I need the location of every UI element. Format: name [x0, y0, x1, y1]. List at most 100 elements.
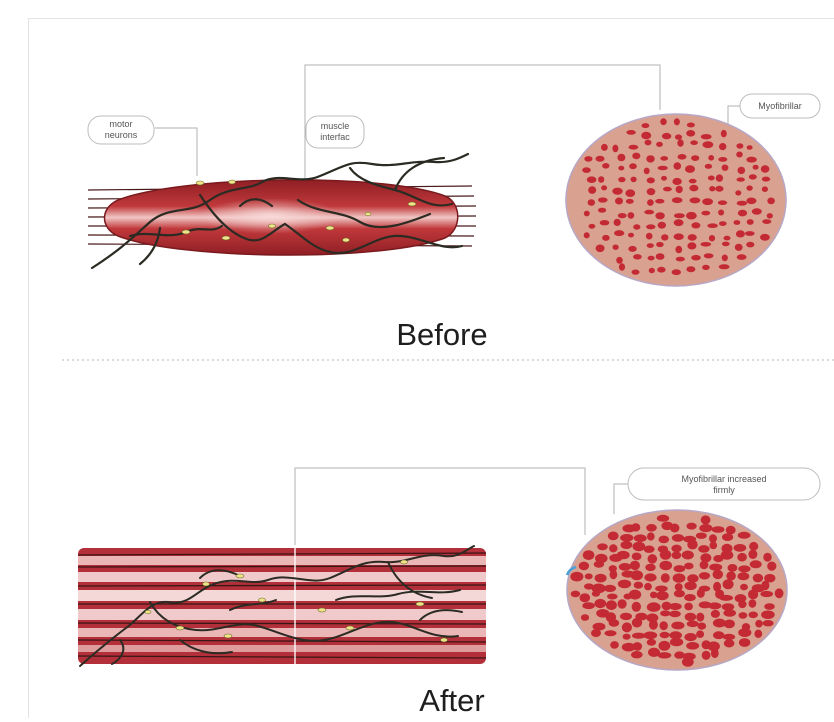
myofibril-dot — [762, 219, 771, 224]
myofibril-dot — [748, 550, 757, 559]
myofibril-dot — [660, 610, 670, 616]
myofibril-dot — [596, 156, 605, 162]
myofibril-dot — [584, 232, 590, 238]
myofibril-dot — [747, 145, 753, 150]
myofibril-dot — [718, 210, 724, 216]
myofibril-dot — [686, 212, 697, 220]
myofibril-dot — [655, 586, 668, 592]
myofibril-dot — [761, 610, 775, 619]
myofibril-dot — [584, 211, 590, 217]
myofibril-dot — [609, 619, 620, 627]
myofibril-dot — [584, 156, 592, 162]
myofibril-dot — [737, 254, 747, 260]
myofibril-dot — [660, 621, 668, 630]
myofibril-dot — [631, 177, 637, 183]
myofibril-dot — [672, 534, 684, 542]
myofibril-dot — [719, 143, 726, 150]
myofibril-dot — [645, 564, 655, 571]
myofibril-dot — [634, 534, 647, 542]
myofibril-dot — [608, 532, 619, 541]
myofibril-dot — [623, 634, 631, 640]
myofibril-dot — [658, 222, 666, 229]
myofibril-dot — [601, 185, 607, 190]
myofibril-dot — [646, 233, 653, 240]
myofibril-dot — [606, 600, 617, 610]
myofibril-dot — [686, 266, 695, 272]
myofibril-dot — [722, 165, 729, 171]
myofibril-dot — [618, 599, 627, 608]
myofibril-dot — [626, 199, 634, 204]
myofibril-dot — [591, 629, 601, 637]
myofibril-dot — [642, 123, 650, 128]
myofibril-dot — [607, 594, 618, 600]
myofibril-dot — [687, 242, 696, 249]
myofibril-dot — [643, 632, 657, 640]
cross-section-after — [567, 510, 787, 670]
myofibril-dot — [655, 212, 664, 219]
myofibril-dot — [619, 263, 625, 271]
myofibril-dot — [672, 197, 683, 203]
after-section: Myofibrillar increased firmly After — [78, 468, 820, 718]
myofibril-dot — [671, 622, 684, 630]
myofibril-dot — [588, 199, 595, 206]
myofibril-dot — [620, 613, 632, 620]
myofibril-dot — [737, 553, 747, 562]
myofibril-dot — [660, 561, 673, 571]
myofibril-dot — [658, 652, 672, 658]
myofibril-dot — [749, 599, 757, 608]
myofibril-dot — [721, 550, 734, 559]
myofibril-dot — [633, 224, 640, 229]
myofibril-dot — [648, 554, 658, 564]
myofibril-dot — [701, 515, 711, 524]
myofibril-dot — [749, 542, 758, 551]
myofibril-dot — [656, 242, 664, 247]
myofibril-dot — [682, 657, 694, 666]
myofibril-dot — [674, 565, 686, 572]
myofibril-dot — [734, 544, 747, 552]
myofibril-dot — [696, 613, 704, 622]
myofibril-dot — [641, 132, 651, 139]
myofibril-dot — [761, 165, 770, 172]
myofibril-dot — [710, 542, 718, 550]
connector-line-after — [295, 468, 585, 545]
myofibril-dot — [610, 641, 619, 649]
myofibril-dot — [719, 264, 730, 269]
myofibril-dot — [709, 534, 717, 543]
myofibril-dot — [629, 163, 637, 169]
myofibril-dot — [670, 524, 680, 533]
myofibril-dot — [738, 565, 750, 572]
myofibril-dot — [719, 221, 727, 226]
myofibril-dot — [583, 550, 595, 560]
myofibril-dot — [579, 562, 589, 571]
myofibril-dot — [724, 620, 735, 629]
myofibril-dot — [629, 145, 639, 150]
myofibril-dot — [674, 590, 685, 597]
myofibril-dot — [604, 585, 616, 592]
label-muscle-interface: muscle interfac — [306, 116, 364, 148]
myofibril-dot — [696, 533, 707, 539]
myofibril-dot — [685, 613, 696, 621]
myofibril-dot — [660, 156, 668, 161]
myofibril-dot — [678, 154, 687, 160]
myofibril-dot — [703, 141, 714, 148]
myofibril-dot — [631, 651, 643, 658]
myofibril-dot — [596, 245, 605, 253]
myofibril-dot — [760, 234, 770, 241]
myofibril-dot — [632, 618, 642, 628]
myofibril-dot — [701, 242, 712, 247]
myofibril-dot — [619, 563, 631, 571]
myofibril-dot — [661, 573, 670, 582]
myofibril-dot — [588, 186, 596, 194]
myofibril-dot — [676, 257, 685, 262]
myofibril-dot — [688, 234, 697, 241]
myofibril-dot — [581, 614, 589, 621]
myofibril-dot — [747, 219, 754, 225]
myofibril-dot — [712, 526, 725, 533]
myofibril-dot — [660, 632, 670, 638]
myofibril-dot — [701, 211, 710, 216]
myofibril-dot — [705, 164, 712, 169]
myofibril-dot — [748, 590, 758, 600]
myofibril-dot — [740, 584, 748, 591]
myofibril-dot — [633, 642, 642, 651]
myofibril-dot — [655, 199, 664, 204]
